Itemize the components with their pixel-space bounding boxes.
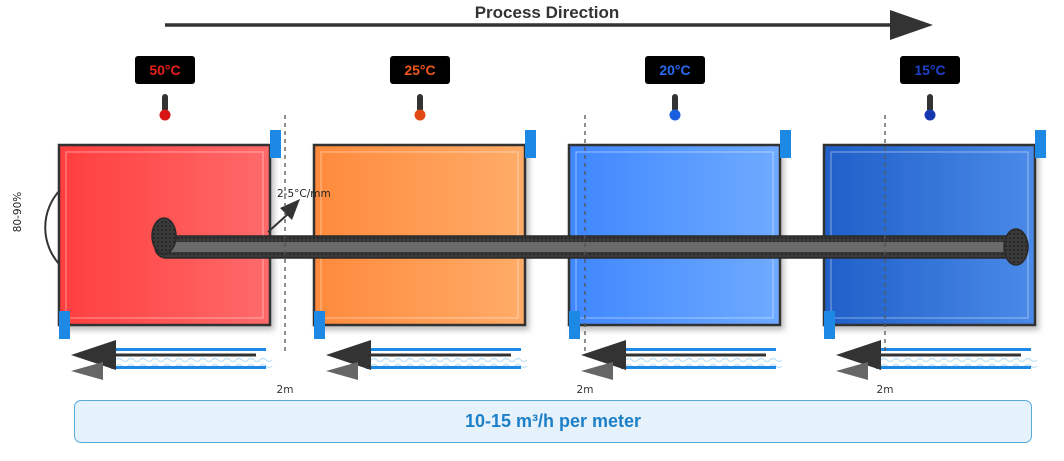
belt-roller-left (151, 217, 177, 255)
spacing-label: 2m (277, 384, 294, 396)
air-flow-indicator (836, 340, 1038, 380)
conveyor-belt (151, 217, 1029, 266)
zone-box (567, 143, 782, 327)
thermometer-icon (924, 94, 936, 121)
spacing-label: 2m (877, 384, 894, 396)
zone-temperature: 15°C (914, 62, 945, 78)
water-wave-icon (370, 357, 528, 363)
zone-3: 20°C (567, 56, 791, 380)
humidity-label: 80-90% (12, 191, 24, 233)
thermometer-icon (669, 94, 681, 121)
temperature-badge: 25°C (390, 56, 450, 84)
air-flow-indicator (326, 340, 528, 380)
arrow-left-icon (581, 340, 626, 370)
flow-rate-banner: 10-15 m³/h per meter (74, 400, 1032, 443)
belt-roller-right (1003, 228, 1029, 266)
humidity-arc (44, 189, 61, 266)
water-wave-icon (880, 357, 1038, 363)
arrow-left-icon (326, 340, 371, 370)
sensor-tab-top (1035, 130, 1046, 158)
thermometer-icon (414, 94, 426, 121)
zone-4: 15°C (822, 56, 1046, 380)
zone-1: 50°C (57, 56, 281, 380)
water-wave-icon (115, 357, 273, 363)
arrow-up-right-icon (280, 199, 300, 220)
dividers-layer: 2m 2m 2m (277, 115, 894, 396)
air-flow-indicator (71, 340, 273, 380)
temperature-badge: 20°C (645, 56, 705, 84)
arrow-right-icon (890, 10, 933, 40)
sensor-tab-top (270, 130, 281, 158)
process-direction-arrow (165, 10, 933, 40)
air-flow-indicator (581, 340, 783, 380)
sensor-tab-top (780, 130, 791, 158)
cooling-rate-label: 2-5°C/mm (277, 188, 331, 200)
spacing-label: 2m (577, 384, 594, 396)
sensor-tab-bottom (824, 311, 835, 339)
sensor-tab-top (525, 130, 536, 158)
arrow-left-icon (71, 340, 116, 370)
water-wave-icon (625, 357, 783, 363)
sensor-tab-bottom (314, 311, 325, 339)
sensor-tab-bottom (569, 311, 580, 339)
sensor-tab-bottom (59, 311, 70, 339)
arrow-left-icon (836, 340, 881, 370)
cooling-rate-arrow (267, 199, 300, 233)
thermometer-icon (159, 94, 171, 121)
zone-temperature: 50°C (149, 62, 180, 78)
zone-temperature: 20°C (659, 62, 690, 78)
zone-2: 25°C (312, 56, 536, 380)
zones-layer: 50°C 25°C 20°C 15°C (57, 56, 1046, 380)
process-direction-title: Process Direction (475, 3, 620, 22)
temperature-badge: 50°C (135, 56, 195, 84)
zone-box (312, 143, 527, 327)
zone-box (822, 143, 1037, 327)
zone-temperature: 25°C (404, 62, 435, 78)
temperature-badge: 15°C (900, 56, 960, 84)
